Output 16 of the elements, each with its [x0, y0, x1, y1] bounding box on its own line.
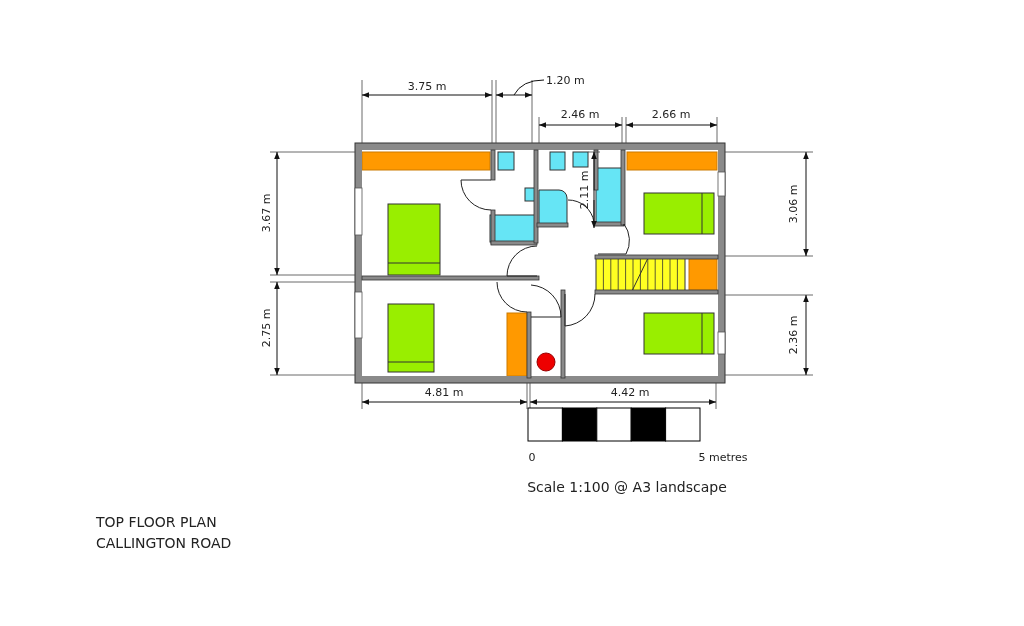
dimension-label: 4.81 m [424, 386, 464, 398]
plan-title: TOP FLOOR PLAN [96, 515, 217, 531]
dimension-label: 2.46 m [560, 108, 600, 120]
dimension-label: 3.75 m [407, 80, 447, 92]
dimension-label: 3.67 m [260, 193, 272, 233]
dimension-label: 1.20 m [546, 74, 585, 86]
dimension-label: 2.66 m [651, 108, 691, 120]
scale-label: 5 metres [698, 451, 748, 463]
dimension-label: 2.11 m [578, 170, 590, 210]
dimension-label: 3.06 m [787, 184, 799, 224]
scale-caption: Scale 1:100 @ A3 landscape [527, 480, 727, 496]
dimension-label: 2.36 m [787, 315, 799, 355]
plan-caption: CALLINGTON ROAD [96, 536, 232, 552]
scale-label: 0 [528, 451, 536, 463]
dimension-label: 4.42 m [610, 386, 650, 398]
dimension-label: 2.75 m [260, 308, 272, 348]
